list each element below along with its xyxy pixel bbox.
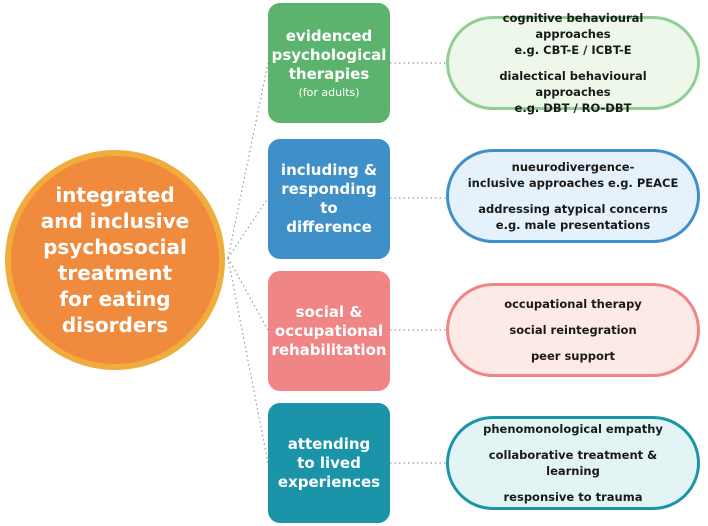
detail-item: responsive to trauma xyxy=(503,490,643,504)
detail-item: collaborative treatment & learning xyxy=(488,448,658,478)
category-subtitle: (for adults) xyxy=(298,85,360,99)
detail-item: nueurodivergence- inclusive approaches e… xyxy=(467,160,679,190)
detail-item: cognitive behavioural approaches e.g. CB… xyxy=(502,11,644,57)
connector-hub-to-rehabilitation xyxy=(227,257,269,331)
connector-hub-to-difference xyxy=(227,197,269,259)
detail-item: phenomonological empathy xyxy=(483,422,663,436)
detail-item: social reintegration xyxy=(509,323,637,337)
category-title: including & responding to difference xyxy=(280,161,378,236)
category-box-evidenced-therapies: evidenced psychological therapies (for a… xyxy=(268,3,390,123)
category-title: social & occupational rehabilitation xyxy=(271,302,387,359)
central-hub-circle: integrated and inclusive psychosocial tr… xyxy=(5,150,225,370)
category-title: attending to lived experiences xyxy=(277,434,381,491)
category-box-rehabilitation: social & occupational rehabilitation xyxy=(268,271,390,391)
detail-item: dialectical behavioural approaches e.g. … xyxy=(499,69,647,115)
detail-pill-rehabilitation: occupational therapy social reintegratio… xyxy=(446,283,700,377)
detail-item: addressing atypical concerns e.g. male p… xyxy=(478,202,668,232)
detail-pill-responding-to-difference: nueurodivergence- inclusive approaches e… xyxy=(446,149,700,243)
connector-hub-to-lived-experiences xyxy=(227,257,269,464)
category-box-responding-to-difference: including & responding to difference xyxy=(268,139,390,259)
detail-item: peer support xyxy=(530,349,616,363)
connector-hub-to-therapies xyxy=(227,62,269,259)
detail-pill-evidenced-therapies: cognitive behavioural approaches e.g. CB… xyxy=(446,11,700,115)
central-hub-fill: integrated and inclusive psychosocial tr… xyxy=(11,156,219,364)
detail-item: occupational therapy xyxy=(504,297,642,311)
detail-pill-lived-experiences: phenomonological empathy collaborative t… xyxy=(446,416,700,510)
central-hub-label: integrated and inclusive psychosocial tr… xyxy=(40,183,190,337)
category-box-lived-experiences: attending to lived experiences xyxy=(268,403,390,523)
category-title: evidenced psychological therapies xyxy=(271,26,387,83)
